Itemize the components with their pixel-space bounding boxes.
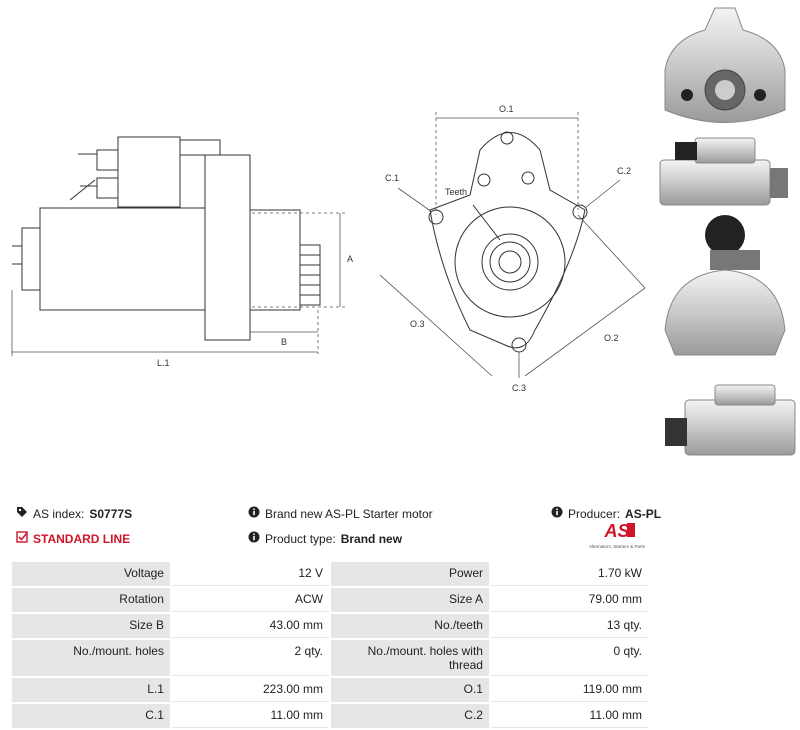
spec-label: Size A [331, 588, 489, 612]
spec-label: Size B [12, 614, 170, 638]
product-photos [659, 7, 796, 456]
producer-label: Producer: [568, 506, 621, 521]
spec-label: L.1 [12, 678, 170, 702]
product-type: Product type: Brand new [248, 531, 402, 546]
spec-label: Rotation [12, 588, 170, 612]
spec-value: 119.00 mm [490, 678, 648, 702]
dimension-label-b: B [281, 337, 287, 347]
spec-label: No./mount. holes [12, 640, 170, 676]
spec-value: 0 qty. [490, 640, 648, 676]
spec-value: 79.00 mm [490, 588, 648, 612]
photo-front-view [664, 7, 786, 123]
photo-rear-view [664, 215, 786, 356]
standard-line-label: STANDARD LINE [33, 531, 131, 546]
product-type-label: Product type: [265, 531, 336, 546]
spec-label: C.1 [12, 704, 170, 728]
svg-text:AS: AS [603, 521, 629, 541]
dimension-label-c2: C.2 [617, 166, 631, 176]
as-index: AS index: S0777S [16, 506, 132, 521]
dimension-label-teeth: Teeth [445, 187, 467, 197]
spec-label: Voltage [12, 562, 170, 586]
spec-value: 12 V [171, 562, 329, 586]
spec-label: O.1 [331, 678, 489, 702]
spec-value: ACW [171, 588, 329, 612]
checkbox-icon [16, 531, 28, 546]
dimension-label-c1: C.1 [385, 173, 399, 183]
standard-line: STANDARD LINE [16, 531, 130, 546]
info-icon [248, 506, 260, 521]
svg-text:Alternators, Starters & Parts: Alternators, Starters & Parts [589, 544, 646, 549]
dimension-label-o1: O.1 [499, 104, 514, 114]
technical-drawings: A B L.1 O.1 C.1 C.2 Teeth O.3 O.2 C.3 [11, 104, 646, 393]
as-index-value: S0777S [89, 506, 133, 521]
side-view-drawing [12, 136, 321, 341]
producer-value: AS-PL [625, 506, 662, 521]
product-info: AS index: S0777S STANDARD LINE Brand new… [0, 500, 800, 560]
tag-icon [16, 506, 28, 521]
producer: Producer: AS-PL [551, 506, 661, 521]
photo-side-view-bottom [665, 384, 796, 456]
front-view-drawing [428, 131, 588, 353]
spec-value: 11.00 mm [171, 704, 329, 728]
spec-label: Power [331, 562, 489, 586]
dimension-label-a: A [347, 254, 353, 264]
info-icon [551, 506, 563, 521]
as-index-label: AS index: [33, 506, 85, 521]
spec-value: 1.70 kW [490, 562, 648, 586]
dimension-label-o3: O.3 [410, 319, 425, 329]
spec-label: C.2 [331, 704, 489, 728]
dimension-label-l1: L.1 [157, 358, 170, 368]
spec-value: 223.00 mm [171, 678, 329, 702]
spec-value: 13 qty. [490, 614, 648, 638]
description: Brand new AS-PL Starter motor [248, 506, 433, 521]
product-type-value: Brand new [340, 531, 403, 546]
photo-side-view-top [659, 137, 788, 206]
info-icon [248, 531, 260, 546]
spec-value: 11.00 mm [490, 704, 648, 728]
as-pl-logo: AS Alternators, Starters & Parts [589, 521, 646, 549]
spec-label: No./teeth [331, 614, 489, 638]
spec-value: 2 qty. [171, 640, 329, 676]
dimension-label-c3: C.3 [512, 383, 526, 393]
spec-value: 43.00 mm [171, 614, 329, 638]
description-text: Brand new AS-PL Starter motor [265, 506, 433, 521]
spec-label: No./mount. holes with thread [331, 640, 489, 676]
dimension-label-o2: O.2 [604, 333, 619, 343]
